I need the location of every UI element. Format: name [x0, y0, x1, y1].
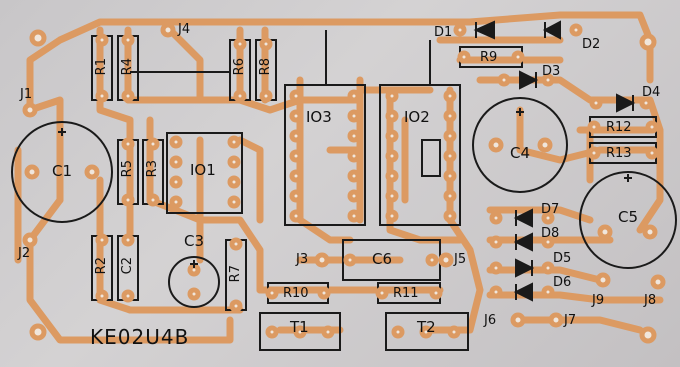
t2-outline — [385, 312, 469, 351]
r1-label: R1 — [94, 58, 109, 76]
j7-label: J7 — [564, 313, 577, 328]
d5-label: D5 — [553, 251, 572, 266]
c5-label: C5 — [618, 208, 639, 226]
board-code: KE02U4B — [90, 325, 190, 349]
j1-label: J1 — [20, 87, 33, 102]
c1-label: C1 — [52, 162, 73, 180]
io3-label: IO3 — [306, 108, 332, 126]
r12-label: R12 — [606, 120, 632, 135]
d7-symbol — [513, 208, 533, 228]
d2-label: D2 — [582, 37, 601, 52]
io2-inner — [421, 139, 441, 177]
r8-label: R8 — [258, 58, 273, 76]
j3-label: J3 — [296, 252, 309, 267]
c3-outline — [168, 256, 220, 308]
solder-pads — [22, 22, 666, 344]
d5-symbol — [515, 258, 535, 278]
d3-symbol — [519, 70, 539, 90]
j6-label: J6 — [484, 313, 497, 328]
r13-label: R13 — [606, 146, 632, 161]
r5-label: R5 — [120, 160, 135, 178]
r6-label: R6 — [232, 58, 247, 76]
r2-label: R2 — [94, 257, 109, 275]
r10-label: R10 — [283, 286, 309, 301]
copper-traces — [14, 11, 664, 344]
c2-label: C2 — [120, 257, 135, 275]
d6-label: D6 — [553, 275, 572, 290]
j5-label: J5 — [454, 252, 467, 267]
j8-label: J8 — [644, 293, 657, 308]
d8-label: D8 — [541, 226, 560, 241]
c6-label: C6 — [372, 250, 393, 268]
c5-outline — [579, 171, 677, 269]
diodes — [473, 20, 636, 302]
d7-label: D7 — [541, 202, 560, 217]
polarity-marks — [58, 108, 632, 268]
t1-label: T1 — [290, 318, 309, 336]
r4-label: R4 — [120, 58, 135, 76]
r9-label: R9 — [480, 50, 498, 65]
j4-label: J4 — [178, 22, 191, 37]
io2-label: IO2 — [404, 108, 430, 126]
d4-symbol — [616, 93, 636, 113]
c3-label: C3 — [184, 232, 205, 250]
io2-outline — [379, 84, 461, 226]
t2-label: T2 — [417, 318, 436, 336]
c4-label: C4 — [510, 144, 531, 162]
j2-label: J2 — [18, 246, 31, 261]
d2-symbol — [542, 20, 561, 40]
c1-outline — [11, 121, 113, 223]
c4-outline — [472, 97, 568, 193]
d1-symbol — [473, 20, 495, 40]
t1-outline — [259, 312, 341, 351]
r3-label: R3 — [145, 160, 160, 178]
j9-label: J9 — [592, 293, 605, 308]
d4-label: D4 — [642, 85, 661, 100]
r7-label: R7 — [228, 265, 243, 283]
d6-symbol — [513, 282, 533, 302]
r11-label: R11 — [393, 286, 419, 301]
io1-outline — [166, 132, 243, 214]
io1-label: IO1 — [190, 161, 216, 179]
d8-symbol — [513, 232, 533, 252]
d3-label: D3 — [542, 64, 561, 79]
d1-label: D1 — [434, 25, 453, 40]
